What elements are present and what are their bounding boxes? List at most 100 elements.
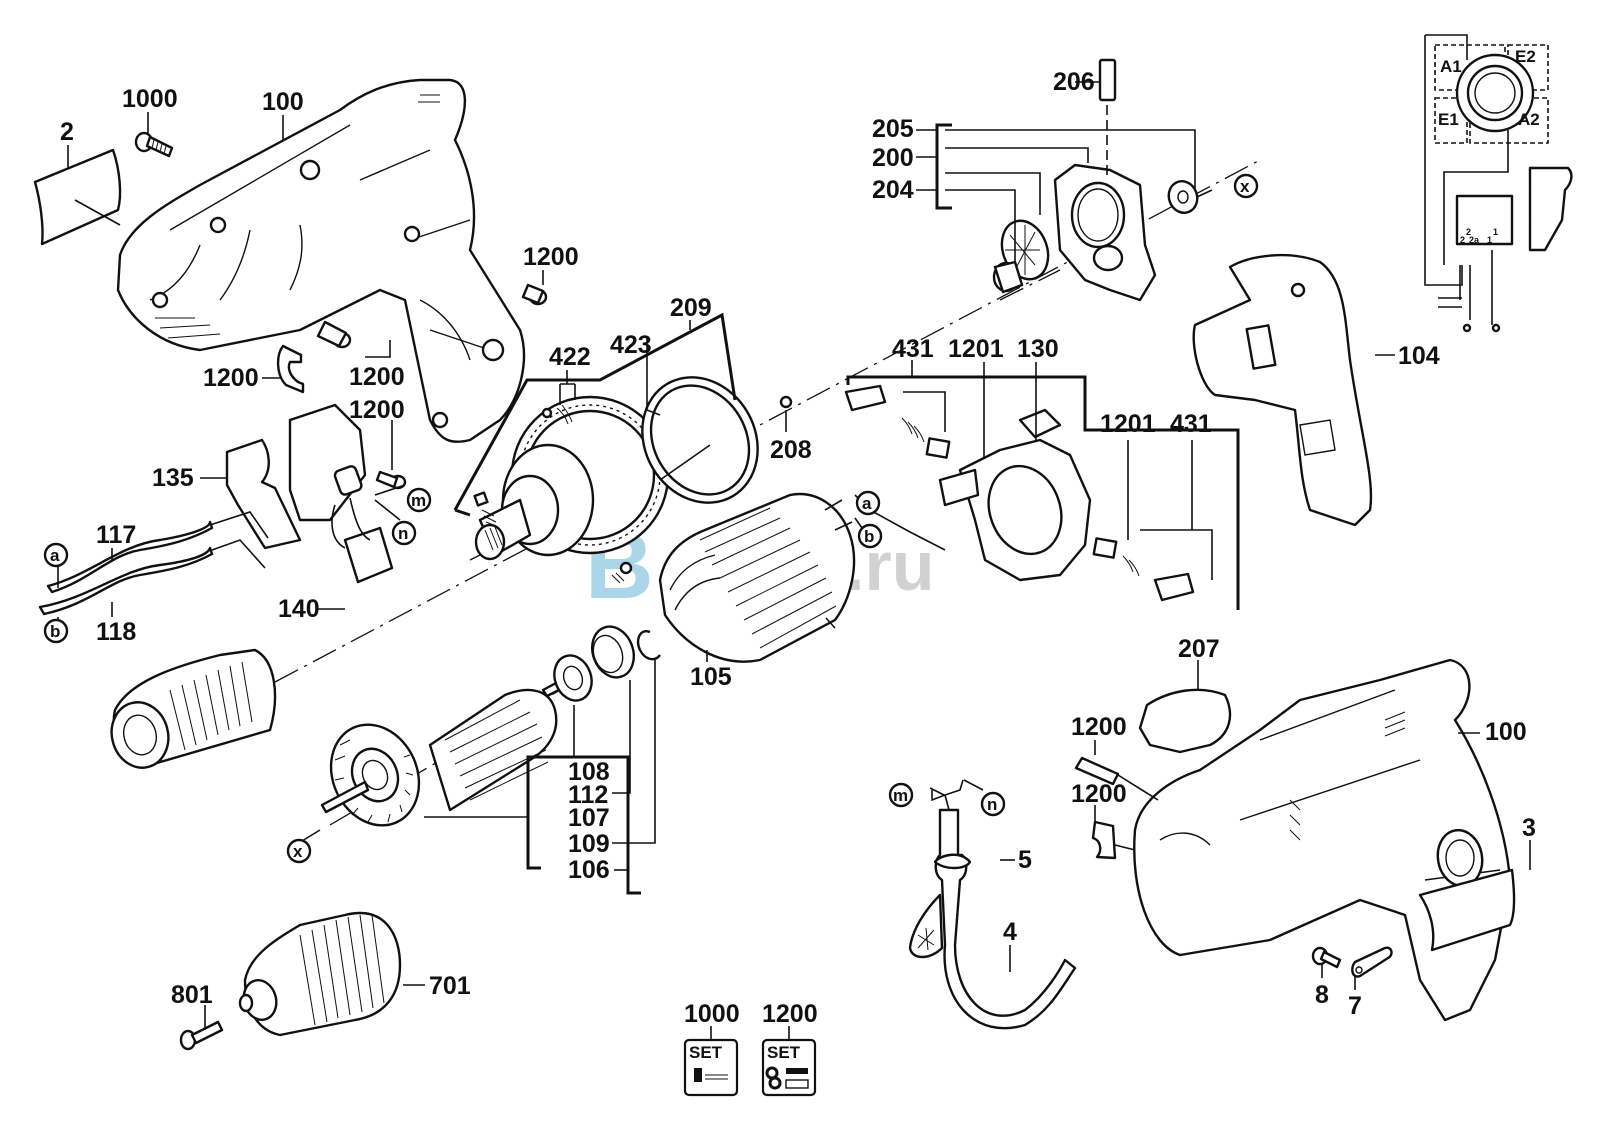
cable-lug — [1351, 946, 1393, 978]
set-kit-1000: SET 1000 — [683, 1000, 740, 1097]
part-label-205: 205 — [872, 115, 914, 143]
part-label-2: 2 — [60, 118, 74, 146]
part-label-135: 135 — [152, 464, 194, 492]
switch-terminal-label: 1 — [1487, 235, 1492, 245]
marker-b-left: b — [43, 618, 69, 644]
marker-letter: b — [864, 527, 874, 546]
part-label-801: 801 — [171, 981, 213, 1009]
keyless-chuck — [238, 912, 402, 1037]
marker-letter: x — [1240, 177, 1250, 196]
part-label-5: 5 — [1018, 846, 1032, 874]
set-kit-label: SET — [689, 1043, 723, 1062]
part-label-423: 423 — [610, 331, 652, 359]
schematic-zone-a2: A2 — [1518, 110, 1540, 129]
part-label-8: 8 — [1315, 981, 1329, 1009]
marker-letter: a — [50, 546, 60, 565]
marker-letter: x — [293, 842, 303, 861]
marker-letter: m — [893, 786, 908, 805]
part-label-431: 431 — [1170, 410, 1212, 438]
set-kit-1200: SET 1200 — [761, 1000, 818, 1097]
part-label-207: 207 — [1178, 635, 1220, 663]
part-label-109: 109 — [568, 830, 610, 858]
marker-m-switch: m — [406, 487, 432, 513]
washer-icon — [768, 1076, 782, 1090]
schematic-zone-e2: E2 — [1515, 47, 1536, 66]
marker-n-switch: n — [391, 520, 417, 546]
marker-x-gearbox: x — [1233, 173, 1259, 199]
marker-m-cord: m — [888, 782, 914, 808]
motor-cover — [992, 58, 1199, 302]
brush-holder — [938, 408, 1092, 582]
part-label-105: 105 — [690, 663, 732, 691]
part-label-1200: 1200 — [1071, 713, 1127, 741]
part-label-1200: 1200 — [1071, 780, 1127, 808]
cover-cap — [1098, 58, 1117, 102]
part-label-104: 104 — [1398, 342, 1440, 370]
armature — [320, 681, 561, 827]
wiring-schematic: A1 E2 E1 A2 2 2 2a 1 1 — [1424, 34, 1573, 333]
housing-left-half — [116, 78, 526, 443]
part-label-431: 431 — [892, 335, 934, 363]
switch-terminal-label: 2 — [1466, 227, 1471, 237]
part-label-1000: 1000 — [122, 85, 178, 113]
wires — [38, 511, 269, 616]
leader-lines — [57, 81, 1531, 1030]
part-label-206: 206 — [1053, 68, 1095, 96]
gear-spindle-assembly — [473, 395, 670, 584]
part-label-130: 130 — [1017, 335, 1059, 363]
stator — [658, 492, 856, 663]
switch-assembly — [225, 403, 407, 584]
marker-a-left: a — [43, 542, 69, 568]
set-kit-number: 1200 — [762, 1000, 818, 1028]
pin-icon — [786, 1068, 808, 1074]
switch-terminal-label: 1 — [1493, 227, 1498, 237]
schematic-zone-a1: A1 — [1440, 57, 1462, 76]
part-label-701: 701 — [429, 972, 471, 1000]
part-label-118: 118 — [96, 618, 136, 646]
gear-ring — [641, 376, 759, 504]
ground-screw — [1311, 946, 1342, 969]
part-label-117: 117 — [96, 521, 136, 549]
marker-n-cord: n — [980, 791, 1006, 817]
label-plate — [33, 148, 122, 246]
marker-letter: n — [987, 795, 997, 814]
part-label-112: 112 — [568, 781, 608, 809]
label-plate-3 — [1418, 868, 1516, 952]
part-label-204: 204 — [872, 176, 914, 204]
part-labels: 2 1000 100 1200 1200 1200 1200 135 117 1… — [60, 68, 1536, 1020]
marker-letter: n — [398, 524, 408, 543]
part-label-1201: 1201 — [948, 335, 1004, 363]
small-ring — [779, 395, 793, 409]
marker-letter: b — [50, 622, 60, 641]
schematic-zone-e1: E1 — [1438, 110, 1459, 129]
part-label-100: 100 — [1485, 718, 1527, 746]
set-kit-number: 1000 — [684, 1000, 740, 1028]
part-label-3: 3 — [1522, 814, 1536, 842]
part-label-100: 100 — [262, 88, 304, 116]
part-label-1200: 1200 — [203, 364, 259, 392]
part-label-140: 140 — [278, 595, 320, 623]
part-label-200: 200 — [872, 144, 914, 172]
marker-a-stator: a — [855, 490, 881, 516]
pins-right — [1074, 756, 1120, 860]
marker-x-armature: x — [286, 838, 312, 864]
carbon-brushes — [844, 384, 1195, 602]
part-label-108: 108 — [568, 758, 610, 786]
part-label-209: 209 — [670, 294, 712, 322]
housing-cap — [1138, 688, 1232, 754]
clip-icon — [785, 1079, 809, 1089]
drill-chuck — [110, 648, 277, 769]
housing-screw — [134, 131, 174, 158]
part-label-208: 208 — [770, 436, 812, 464]
part-label-1200: 1200 — [523, 243, 579, 271]
part-label-7: 7 — [1348, 992, 1362, 1020]
part-label-1200: 1200 — [349, 396, 405, 424]
set-kit-label: SET — [767, 1043, 801, 1062]
part-label-4: 4 — [1003, 918, 1017, 946]
handle-cover — [1192, 253, 1373, 527]
part-label-422: 422 — [549, 343, 591, 371]
chuck-screw — [179, 1020, 224, 1051]
bearings — [553, 625, 661, 702]
pins — [276, 283, 548, 394]
marker-letter: m — [411, 491, 426, 510]
